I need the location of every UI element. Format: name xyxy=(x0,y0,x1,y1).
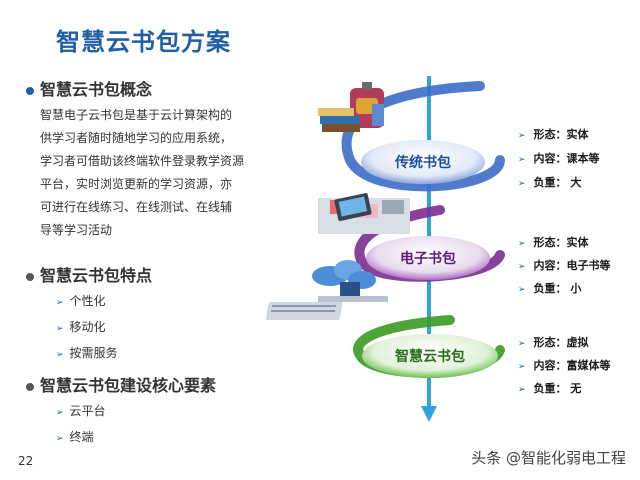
timeline-arrowhead-icon xyxy=(421,406,437,422)
arrow-bullet-icon: ➢ xyxy=(56,408,64,418)
cloud-laptop-icon xyxy=(265,260,388,320)
arrow-bullet-icon: ➢ xyxy=(518,285,526,295)
prop-text: 形态：实体 xyxy=(533,128,589,141)
arrow-bullet-icon: ➢ xyxy=(518,339,526,349)
prop-text: 形态：虚拟 xyxy=(533,336,589,349)
features-item: ➢ 个性化 xyxy=(56,292,106,309)
stage-label-2: 电子书包 xyxy=(400,251,456,267)
prop-text: 负重： 小 xyxy=(533,282,582,295)
stage-ellipse-1 xyxy=(361,140,485,184)
core-item-text: 云平台 xyxy=(69,404,106,418)
concept-heading-text: 智慧云书包概念 xyxy=(40,80,153,99)
slide-title: 智慧云书包方案 xyxy=(56,28,231,56)
arrow-bullet-icon: ➢ xyxy=(518,131,526,141)
features-heading-text: 智慧云书包特点 xyxy=(40,266,153,285)
stage3-prop: ➢ 形态：虚拟 xyxy=(518,334,589,350)
page-number: 22 xyxy=(18,454,34,468)
concept-line: 智慧电子云书包是基于云计算架构的 xyxy=(40,108,233,122)
curve-blue xyxy=(341,81,505,192)
stage2-prop: ➢ 形态：实体 xyxy=(518,234,589,250)
stage-ellipse-3 xyxy=(362,334,498,378)
core-heading-text: 智慧云书包建设核心要素 xyxy=(40,376,217,395)
prop-text: 内容：课本等 xyxy=(533,152,600,165)
concept-heading: 智慧云书包概念 xyxy=(26,76,152,100)
arrow-bullet-icon: ➢ xyxy=(56,434,64,444)
stage2-prop: ➢ 负重： 小 xyxy=(518,280,581,296)
prop-text: 负重： 无 xyxy=(533,382,582,395)
bullet-dot-icon xyxy=(26,382,34,391)
arrow-bullet-icon: ➢ xyxy=(518,262,526,272)
stage3-prop: ➢ 负重： 无 xyxy=(518,380,581,396)
arrow-bullet-icon: ➢ xyxy=(518,239,526,249)
prop-text: 负重： 大 xyxy=(533,176,582,189)
prop-text: 内容：富媒体等 xyxy=(533,359,611,372)
bullet-dot-icon xyxy=(26,272,34,281)
arrow-bullet-icon: ➢ xyxy=(518,155,526,165)
core-heading: 智慧云书包建设核心要素 xyxy=(26,372,216,396)
stage1-prop: ➢ 形态：实体 xyxy=(518,126,589,142)
concept-line: 供学习者随时随地学习的应用系统， xyxy=(40,131,233,145)
stage1-prop: ➢ 内容：课本等 xyxy=(518,150,600,166)
features-item-text: 移动化 xyxy=(69,320,106,334)
features-item-text: 按需服务 xyxy=(69,346,118,360)
concept-line: 平台，实时浏览更新的学习资源，亦 xyxy=(40,177,233,191)
concept-line: 学习者可借助该终端软件登录教学资源 xyxy=(40,154,245,168)
stage1-prop: ➢ 负重： 大 xyxy=(518,174,581,190)
tablet-icon xyxy=(318,193,410,234)
features-item: ➢ 移动化 xyxy=(56,318,106,335)
backpack-books-icon xyxy=(318,82,384,132)
arrow-bullet-icon: ➢ xyxy=(56,350,64,360)
stage3-prop: ➢ 内容：富媒体等 xyxy=(518,357,611,373)
concept-line: 可进行在线练习、在线测试、在线辅 xyxy=(40,200,233,214)
concept-line: 导等学习活动 xyxy=(40,223,113,237)
stage2-prop: ➢ 内容：电子书等 xyxy=(518,257,611,273)
features-heading: 智慧云书包特点 xyxy=(26,262,152,286)
stage-ellipse-2 xyxy=(366,236,490,280)
prop-text: 内容：电子书等 xyxy=(533,259,611,272)
bullet-dot-icon xyxy=(26,86,34,95)
core-item: ➢ 终端 xyxy=(56,428,94,445)
watermark: 头条 @智能化弱电工程 xyxy=(471,449,626,467)
arrow-bullet-icon: ➢ xyxy=(518,179,526,189)
core-item: ➢ 云平台 xyxy=(56,402,106,419)
arrow-bullet-icon: ➢ xyxy=(56,298,64,308)
features-item-text: 个性化 xyxy=(69,294,106,308)
arrow-bullet-icon: ➢ xyxy=(56,324,64,334)
arrow-bullet-icon: ➢ xyxy=(518,362,526,372)
features-item: ➢ 按需服务 xyxy=(56,344,118,361)
prop-text: 形态：实体 xyxy=(533,236,589,249)
arrow-bullet-icon: ➢ xyxy=(518,385,526,395)
core-item-text: 终端 xyxy=(69,430,94,444)
concept-paragraph: 智慧电子云书包是基于云计算架构的 供学习者随时随地学习的应用系统， 学习者可借助… xyxy=(40,104,290,242)
stage-label-3: 智慧云书包 xyxy=(395,349,465,365)
stage-label-1: 传统书包 xyxy=(395,155,451,171)
